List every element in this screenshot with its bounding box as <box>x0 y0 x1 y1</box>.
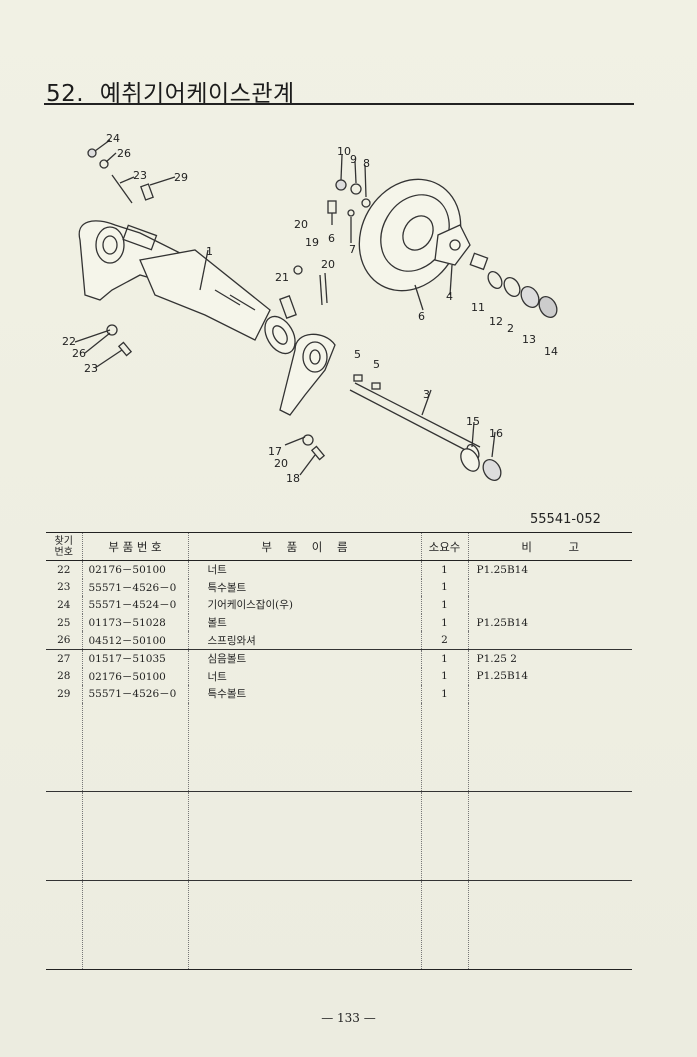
part-name: 너트 <box>188 667 422 686</box>
table-row: 24 55571－4524－0 기어케이스잡이(우) 1 <box>46 596 632 614</box>
callout-29: 29 <box>174 171 188 184</box>
table-row: 25 01173－51028 볼트 1 P1.25B14 <box>46 613 632 632</box>
part-name: 심음볼트 <box>188 649 422 668</box>
header-find-number: 찾기 번호 <box>46 532 83 561</box>
header-quantity: 소요수 <box>421 532 469 561</box>
remarks <box>468 631 632 650</box>
callout-15: 14 <box>544 345 558 358</box>
table-row: 23 55571－4526－0 특수볼트 1 <box>46 578 632 597</box>
find-number: 22 <box>46 560 83 579</box>
callout-9: 8 <box>363 157 370 170</box>
part-number: 55571－4526－0 <box>82 578 189 597</box>
callout-3: 3 <box>423 388 430 401</box>
callout-7: 6 <box>328 232 335 245</box>
callout-26: 26 <box>117 147 131 160</box>
find-number: 24 <box>46 596 83 614</box>
title-underline <box>44 103 634 105</box>
callout-5-b: 5 <box>373 358 380 371</box>
find-number: 26 <box>46 631 83 650</box>
remarks <box>468 596 632 614</box>
section-title: 예취기어케이스관계 <box>99 81 295 107</box>
header-part-name: 부 품 이 름 <box>188 532 422 561</box>
callout-20-b: 20 <box>274 457 288 470</box>
table-blank-row <box>46 702 632 792</box>
callout-28: 24 <box>106 132 120 145</box>
find-number: 25 <box>46 613 83 632</box>
callout-25: 23 <box>84 362 98 375</box>
callout-17: 16 <box>489 427 503 440</box>
callout-1: 1 <box>206 245 213 258</box>
remarks: P1.25B14 <box>476 563 529 576</box>
quantity: 1 <box>421 613 469 632</box>
part-number: 01173－51028 <box>82 613 189 632</box>
callout-27: 23 <box>133 169 147 182</box>
table-header-row: 찾기 번호 부 품 번 호 부 품 이 름 소요수 비 고 <box>46 532 632 561</box>
part-number: 04512－50100 <box>82 631 189 650</box>
callout-23: 21 <box>275 271 289 284</box>
remarks: P1.25B14 <box>476 616 529 629</box>
parts-table: 찾기 번호 부 품 번 호 부 품 이 름 소요수 비 고 22 02176－5… <box>46 532 632 970</box>
find-number: 27 <box>46 649 83 668</box>
callout-14: 13 <box>522 333 536 346</box>
table-blank-row <box>46 880 632 970</box>
callout-2: 2 <box>507 322 514 335</box>
part-number: 55571－4524－0 <box>82 596 189 614</box>
quantity: 1 <box>421 685 469 703</box>
callout-24: 22 <box>62 335 76 348</box>
table-row: 22 02176－50100 너트 1 P1.25B14 <box>46 560 632 579</box>
page-number: — 133 — <box>321 1011 376 1025</box>
callout-4: 4 <box>446 290 453 303</box>
table-row: 27 01517－51035 심음볼트 1 P1.25 2 <box>46 649 632 668</box>
part-number: 02176－50100 <box>82 667 189 686</box>
part-number: 55571－4526－0 <box>82 685 189 703</box>
part-name: 특수볼트 <box>188 685 422 703</box>
part-name: 스프링와셔 <box>188 631 422 650</box>
callout-13: 12 <box>489 315 503 328</box>
callout-12: 11 <box>471 301 485 314</box>
callout-8: 7 <box>349 243 356 256</box>
table-row: 28 02176－50100 너트 1 P1.25B14 <box>46 667 632 686</box>
exploded-parts-diagram: 24 26 23 29 1 10 9 8 6 7 20 19 20 21 6 4… <box>62 132 558 485</box>
part-name: 기어케이스잡이(우) <box>188 596 422 614</box>
remarks: P1.25B14 <box>476 670 529 683</box>
part-name: 너트 <box>188 560 422 579</box>
figure-code: 55541-052 <box>530 512 601 527</box>
quantity: 1 <box>421 560 469 579</box>
find-number: 23 <box>46 578 83 597</box>
callout-19: 18 <box>286 472 300 485</box>
quantity: 1 <box>421 667 469 686</box>
callout-10: 9 <box>350 153 357 166</box>
callout-6: 6 <box>418 310 425 323</box>
table-row: 29 55571－4526－0 특수볼트 1 <box>46 685 632 703</box>
callout-16: 15 <box>466 415 480 428</box>
part-number: 02176－50100 <box>82 560 189 579</box>
callout-20: 19 <box>305 236 319 249</box>
quantity: 1 <box>421 578 469 597</box>
callout-5-a: 5 <box>354 348 361 361</box>
remarks <box>468 685 632 703</box>
quantity: 1 <box>421 596 469 614</box>
quantity: 2 <box>421 631 469 650</box>
quantity: 1 <box>421 649 469 668</box>
callout-26-b: 26 <box>72 347 86 360</box>
header-part-number: 부 품 번 호 <box>82 532 189 561</box>
section-heading: 52. 예취기어케이스관계 <box>46 74 295 108</box>
callout-21: 20 <box>321 258 335 271</box>
table-blank-row <box>46 791 632 881</box>
remarks <box>468 579 632 597</box>
find-number: 29 <box>46 685 83 703</box>
callout-11: 10 <box>337 145 351 158</box>
callout-18: 17 <box>268 445 282 458</box>
find-number: 28 <box>46 667 83 686</box>
callout-22: 20 <box>294 218 308 231</box>
part-name: 특수볼트 <box>188 578 422 597</box>
header-remarks: 비 고 <box>468 532 632 561</box>
table-row: 26 04512－50100 스프링와셔 2 <box>46 631 632 650</box>
section-number: 52. <box>46 81 85 107</box>
part-number: 01517－51035 <box>82 649 189 668</box>
remarks: P1.25 2 <box>476 652 517 665</box>
part-name: 볼트 <box>188 613 422 632</box>
